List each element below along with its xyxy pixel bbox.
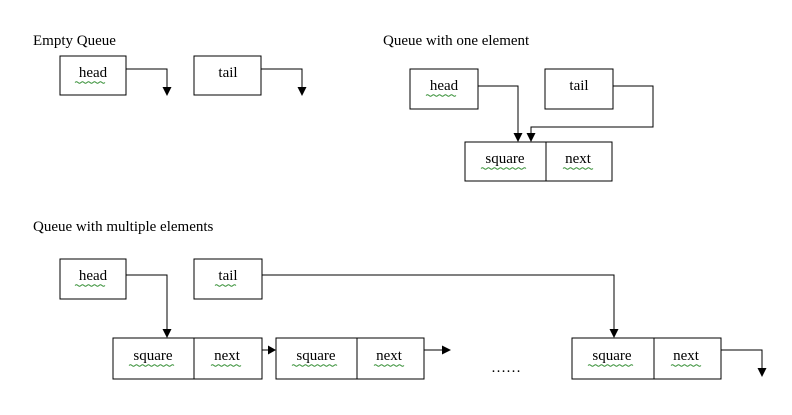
multi-head-label: head xyxy=(79,268,108,284)
one-element-queue-title: Queue with one element xyxy=(383,33,530,49)
one-node-value-box xyxy=(464,141,547,182)
multi-ellipsis: …… xyxy=(491,360,521,376)
multi-node-3-value-spellcheck-underline xyxy=(587,364,634,367)
one-head-box xyxy=(409,68,479,110)
multi-node-2-value-box xyxy=(275,337,358,380)
one-tail-arrowhead xyxy=(526,133,536,142)
multi-node-3-null-arrowhead xyxy=(757,368,767,377)
one-node-value-label: square xyxy=(485,151,524,167)
one-tail-box xyxy=(544,68,614,110)
multi-node-3-null-pointer-line xyxy=(721,349,763,371)
multi-head-box xyxy=(59,258,127,300)
empty-head-label: head xyxy=(79,65,108,81)
multi-node-3-value-box xyxy=(571,337,655,380)
multi-node-1-value-box xyxy=(112,337,195,380)
empty-head-spellcheck-underline xyxy=(74,81,106,84)
section-multiple-elements-queue: Queue with multiple elements head tail s… xyxy=(33,219,767,380)
multi-node-3-value-label: square xyxy=(592,348,631,364)
one-head-arrowhead xyxy=(513,133,523,142)
empty-tail-label: tail xyxy=(218,65,237,81)
one-head-label: head xyxy=(430,78,459,94)
multi-tail-pointer-line xyxy=(262,274,615,332)
multi-tail-spellcheck-underline xyxy=(214,284,237,287)
multi-node-1-next-box xyxy=(193,337,263,380)
multi-head-arrowhead xyxy=(162,329,172,338)
multi-node-3-next-box xyxy=(653,337,722,380)
section-empty-queue: Empty Queue head tail xyxy=(33,33,307,96)
section-one-element-queue: Queue with one element head tail square … xyxy=(383,33,654,182)
empty-tail-pointer-line xyxy=(261,68,303,90)
multi-head-pointer-line xyxy=(126,274,168,332)
multi-node-1-next-label: next xyxy=(214,348,241,364)
empty-head-pointer-line xyxy=(126,68,168,90)
multi-tail-label: tail xyxy=(218,268,237,284)
multi-node-1: square next xyxy=(112,337,263,380)
one-node-next-label: next xyxy=(565,151,592,167)
one-node-next-box xyxy=(545,141,613,182)
multi-node-2-value-spellcheck-underline xyxy=(291,364,338,367)
multi-node-2-next-box xyxy=(356,337,425,380)
multi-node-2-next-label: next xyxy=(376,348,403,364)
empty-head-arrowhead xyxy=(162,87,172,96)
multi-node-2-value-label: square xyxy=(296,348,335,364)
multi-node-3: square next xyxy=(571,337,722,380)
empty-queue-title: Empty Queue xyxy=(33,33,116,49)
empty-tail-arrowhead xyxy=(297,87,307,96)
multi-tail-box xyxy=(193,258,263,300)
multi-tail-arrowhead xyxy=(609,329,619,338)
multi-node-2-next-spellcheck-underline xyxy=(373,364,405,367)
empty-tail-box xyxy=(193,55,262,96)
multi-node-1-value-label: square xyxy=(133,348,172,364)
one-tail-label: tail xyxy=(569,78,588,94)
multi-node-1-next-spellcheck-underline xyxy=(210,364,242,367)
multi-node-1-value-spellcheck-underline xyxy=(128,364,175,367)
one-node-next-spellcheck-underline xyxy=(562,167,594,170)
one-node-value-spellcheck-underline xyxy=(480,167,527,170)
empty-head-box xyxy=(59,55,127,96)
multiple-elements-queue-title: Queue with multiple elements xyxy=(33,219,214,235)
multi-node-1-to-2-arrowhead xyxy=(268,345,276,355)
multi-node-3-next-spellcheck-underline xyxy=(670,364,702,367)
one-head-pointer-line xyxy=(478,85,519,136)
multi-node-2-arrowhead xyxy=(442,345,451,355)
multi-head-spellcheck-underline xyxy=(74,284,106,287)
multi-node-2: square next xyxy=(275,337,425,380)
one-head-spellcheck-underline xyxy=(425,94,457,97)
multi-node-3-next-label: next xyxy=(673,348,700,364)
one-tail-pointer-line xyxy=(530,85,654,136)
